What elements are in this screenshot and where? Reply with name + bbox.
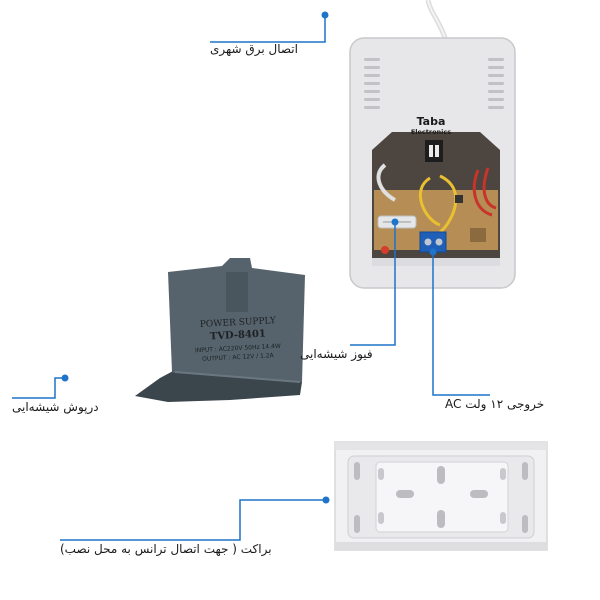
label-fuse-cover: درپوش شیشه‌ایی bbox=[12, 400, 99, 414]
cover-model: TVD-8401 bbox=[210, 329, 267, 343]
vent-left bbox=[364, 58, 380, 109]
device-brand-sub: Electronics bbox=[411, 128, 451, 136]
device-brand: Taba bbox=[417, 115, 446, 128]
cover-output: OUTPUT : AC 12V / 1.2A bbox=[202, 352, 275, 363]
mounting-bracket bbox=[334, 441, 548, 551]
label-power-connection: اتصال برق شهری bbox=[210, 42, 298, 56]
cover-input: INPUT : AC220V 50Hz 14.4W bbox=[195, 343, 281, 354]
label-output: خروجی ۱۲ ولت AC bbox=[445, 397, 545, 411]
callout-dots bbox=[61, 11, 437, 504]
label-glass-fuse: فیوز شیشه‌ایی bbox=[300, 347, 373, 361]
led-indicator bbox=[381, 246, 389, 254]
power-supply-device bbox=[349, 37, 516, 289]
fuse-cover bbox=[135, 258, 305, 402]
label-bracket: براکت ( جهت اتصال ترانس به محل نصب) bbox=[60, 542, 272, 556]
cover-label-line1: POWER SUPPLY bbox=[200, 316, 278, 330]
vent-right bbox=[488, 58, 504, 109]
callout-lines bbox=[12, 15, 490, 541]
